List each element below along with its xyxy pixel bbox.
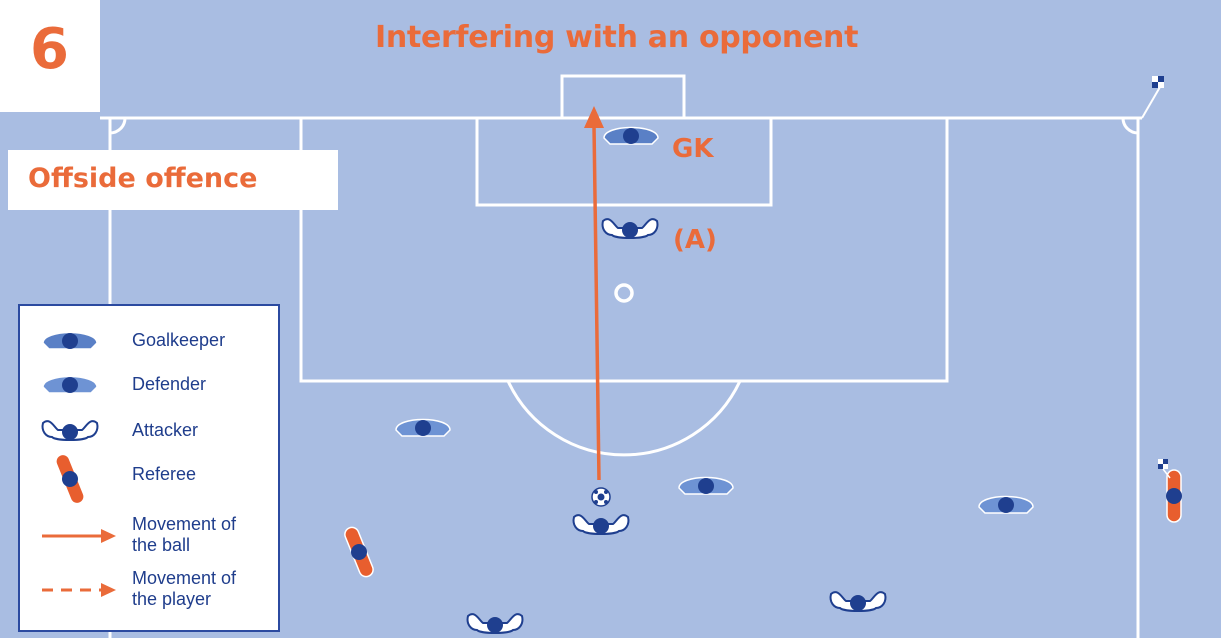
- assistant-referee-flag-icon: [1158, 459, 1171, 479]
- penalty-area: [299, 116, 949, 383]
- defender-icon: [395, 418, 451, 437]
- attacker-icon: [829, 591, 887, 612]
- penalty-arc: [506, 380, 742, 457]
- legend-label-defender: Defender: [132, 374, 207, 394]
- ball-movement-arrow-icon: [42, 529, 116, 543]
- attacker-icon: [601, 218, 659, 239]
- diagram-title: Interfering with an opponent: [375, 20, 859, 55]
- corner-flag-icon: [1152, 76, 1164, 88]
- defender-icon: [978, 495, 1034, 514]
- ball-movement-arrow: [584, 106, 604, 481]
- offence-box: Offside offence: [8, 150, 338, 210]
- offence-label: Offside offence: [28, 163, 258, 194]
- ball-icon: [591, 487, 611, 507]
- corner-flag-pole: [1141, 86, 1161, 119]
- legend-label-player-movement-line2: the player: [132, 589, 212, 609]
- goalkeeper-icon: [42, 331, 98, 350]
- legend-label-ball-movement-line1: Movement of: [132, 514, 237, 534]
- referee-icon: [1165, 469, 1183, 523]
- corner-arc-right: [1121, 117, 1139, 135]
- legend-label-attacker: Attacker: [132, 420, 199, 440]
- attacker-icon: [41, 420, 99, 441]
- legend-label-goalkeeper: Goalkeeper: [132, 330, 226, 350]
- referee-icon: [341, 524, 377, 580]
- player-movement-arrow-icon: [42, 583, 116, 597]
- scene-number-box: 6: [0, 0, 100, 112]
- legend-label-referee: Referee: [132, 464, 197, 484]
- attacker-icon: [466, 613, 524, 634]
- goalkeeper-label: GK: [672, 134, 714, 164]
- legend-label-ball-movement: Movement of the ball: [132, 514, 236, 556]
- goal: [560, 74, 686, 120]
- corner-arc-left: [109, 117, 127, 135]
- referee-icon: [52, 454, 88, 504]
- defender-icon: [678, 476, 734, 495]
- legend: Goalkeeper Defender Attacker Referee Mov…: [18, 304, 280, 632]
- goalkeeper-icon: [603, 126, 659, 145]
- legend-label-player-movement-line1: Movement of: [132, 568, 237, 588]
- penalty-spot: [614, 283, 634, 303]
- defender-icon: [42, 375, 98, 394]
- scene-number: 6: [30, 17, 69, 82]
- attacker-a-label: (A): [673, 225, 717, 255]
- attacker-icon: [572, 514, 630, 535]
- legend-label-ball-movement-line2: the ball: [132, 535, 191, 555]
- legend-label-player-movement: Movement of the player: [132, 568, 236, 610]
